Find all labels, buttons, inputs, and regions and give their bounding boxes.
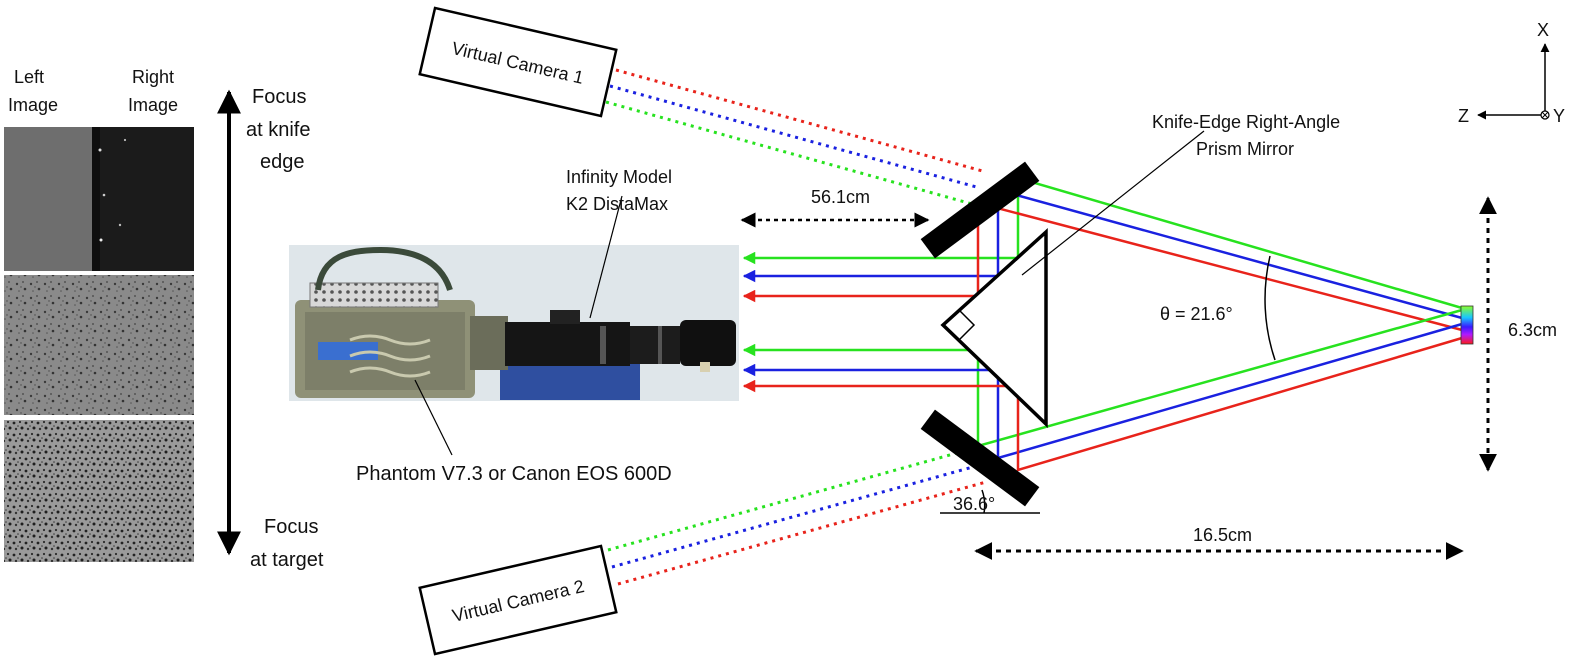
mirror-angle-arc [981,489,986,514]
theta-label: θ = 21.6° [1160,304,1233,324]
ray-paths [742,176,1463,472]
virtual-camera-2: Virtual Camera 2 [418,544,618,656]
right-image-label-2: Image [128,95,178,115]
z-axis-label: Z [1458,106,1469,126]
prism-leader-line [1021,130,1205,276]
knife-edge-focus-image [4,127,194,271]
upper-mirror [920,161,1040,259]
focus-bottom-line-2: at target [250,549,324,571]
coordinate-axes: X Z Y [1458,20,1565,126]
lower-mirror [920,409,1040,507]
theta-arc [1264,255,1276,361]
left-image-label-1: Left [14,67,44,87]
x-axis-label: X [1537,20,1549,40]
mirror-angle-label: 36.6° [953,494,995,514]
prism-mirror [940,228,1048,429]
target-height-label: 6.3cm [1508,320,1557,340]
lens-label-line-2: K2 DistaMax [566,194,668,214]
left-image-label-2: Image [8,95,58,115]
camera-leader-line [414,379,453,456]
focus-top-line-3: edge [260,151,305,173]
right-angle-mark [959,310,976,340]
prism-label-line-1: Knife-Edge Right-Angle [1152,112,1340,132]
mid-focus-image [4,275,194,415]
lens-label-line-1: Infinity Model [566,167,672,187]
lens-leader-line [589,195,623,319]
left-image-panel: Left Image Right Image [4,67,194,562]
prism-label-line-2: Prism Mirror [1196,139,1294,159]
focus-top-line-2: at knife [246,119,310,141]
camera-label: Phantom V7.3 or Canon EOS 600D [356,463,672,485]
y-axis-label: Y [1553,106,1565,126]
virtual-camera-1: Virtual Camera 1 [418,6,618,118]
high-speed-camera-photo [289,245,739,401]
focus-bottom-line-1: Focus [264,516,318,538]
distance-prism-target-label: 16.5cm [1193,525,1252,545]
speckle-target [1460,305,1474,345]
target-focus-image [4,420,194,562]
distance-camera-mirror-label: 56.1cm [811,187,870,207]
focus-top-line-1: Focus [252,86,306,108]
right-image-label-1: Right [132,67,174,87]
